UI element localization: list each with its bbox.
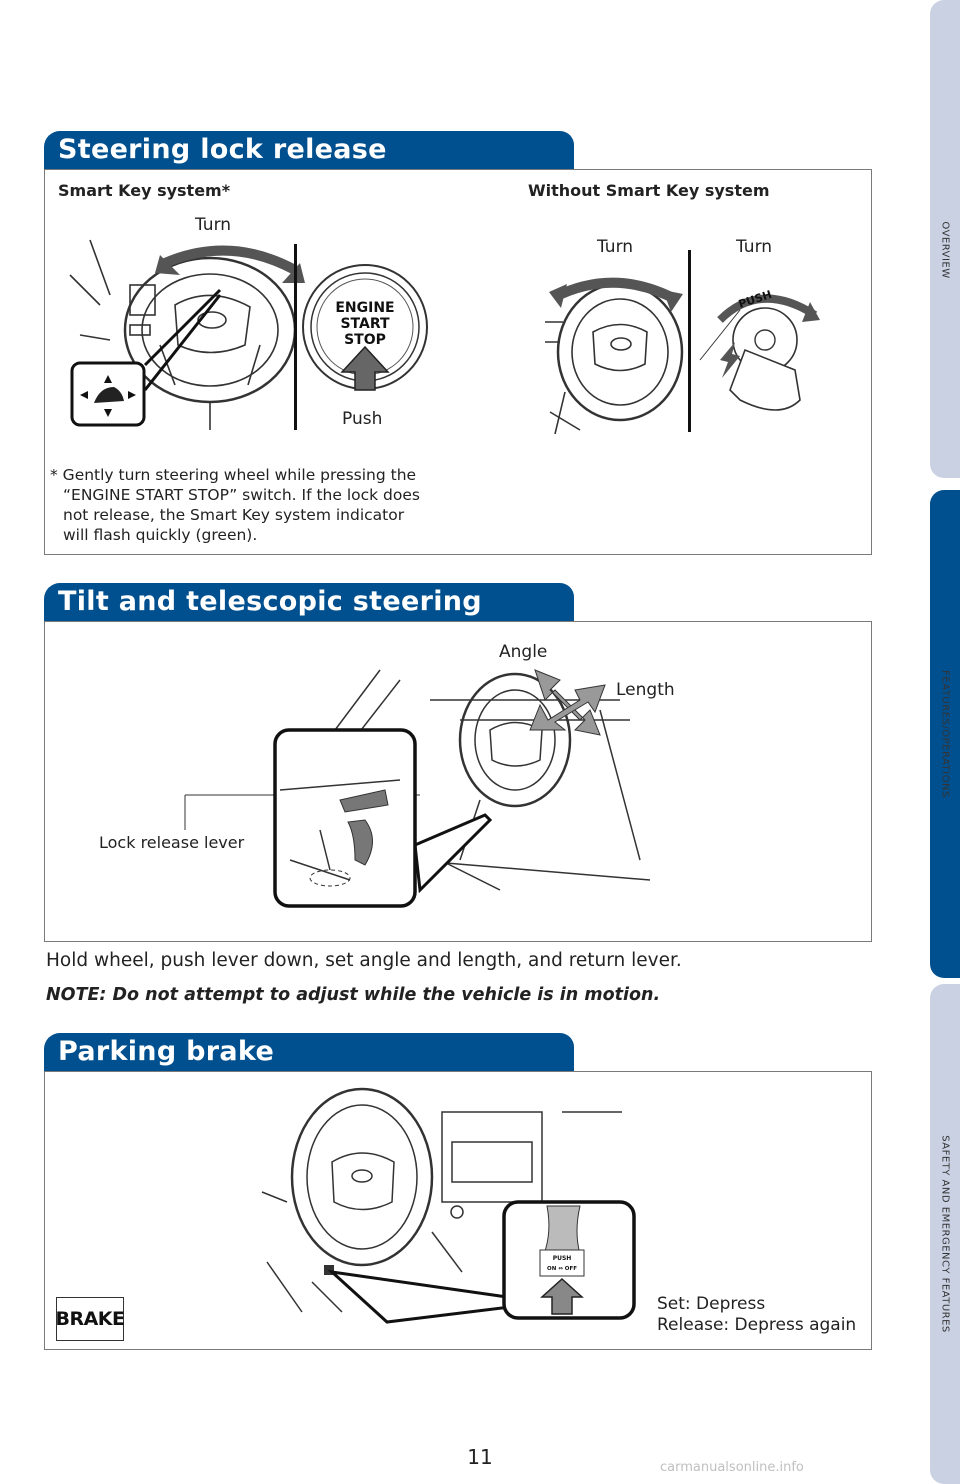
tilt-title: Tilt and telescopic steering wheel bbox=[44, 583, 574, 655]
side-tab-safety[interactable] bbox=[930, 984, 960, 1484]
turn-label-key: Turn bbox=[736, 237, 773, 257]
svg-text:ON ⇔ OFF: ON ⇔ OFF bbox=[547, 1266, 577, 1272]
tilt-telescopic-illustration bbox=[184, 669, 651, 908]
length-label: Length bbox=[616, 680, 675, 700]
brake-badge: BRAKE bbox=[55, 1297, 125, 1341]
parking-brake-illustration: PUSH ON ⇔ OFF bbox=[261, 1087, 636, 1324]
tilt-instruction: Hold wheel, push lever down, set angle a… bbox=[46, 950, 682, 971]
lock-release-lever-label: Lock release lever bbox=[99, 833, 245, 852]
side-tab-features-label: FEATURES/OPERATIONS bbox=[939, 670, 951, 798]
svg-text:PUSH: PUSH bbox=[553, 1255, 572, 1262]
steering-lock-footnote-3: not release, the Smart Key system indica… bbox=[63, 506, 405, 524]
steering-lock-footnote-2: “ENGINE START STOP” switch. If the lock … bbox=[63, 486, 420, 504]
svg-text:ENGINE: ENGINE bbox=[335, 300, 394, 316]
tilt-panel bbox=[44, 621, 872, 942]
release-label: Release: Depress again bbox=[657, 1315, 857, 1335]
angle-label: Angle bbox=[499, 642, 548, 662]
steering-lock-title: Steering lock release bbox=[44, 131, 574, 169]
svg-text:STOP: STOP bbox=[344, 332, 386, 348]
divider-key bbox=[688, 250, 691, 432]
turn-label-wheel: Turn bbox=[597, 237, 634, 257]
parking-title: Parking brake bbox=[44, 1033, 574, 1071]
tilt-note: NOTE: Do not attempt to adjust while the… bbox=[46, 985, 661, 1005]
side-tab-safety-label: SAFETY AND EMERGENCY FEATURES bbox=[939, 1135, 951, 1333]
side-tab-overview[interactable] bbox=[930, 0, 960, 478]
push-label: Push bbox=[342, 409, 383, 429]
set-label: Set: Depress bbox=[657, 1294, 766, 1314]
page-number: 11 bbox=[467, 1445, 493, 1469]
ignition-key-illustration: PUSH bbox=[699, 288, 820, 411]
brake-badge-text: BRAKE bbox=[55, 1308, 125, 1330]
engine-start-stop-button: ENGINE START STOP bbox=[302, 264, 428, 391]
without-smart-key-heading: Without Smart Key system bbox=[528, 181, 770, 200]
watermark: carmanualsonline.info bbox=[660, 1460, 804, 1475]
steering-lock-footnote-4: will flash quickly (green). bbox=[63, 526, 258, 544]
svg-text:START: START bbox=[340, 316, 390, 332]
divider-smart bbox=[294, 244, 297, 430]
side-tab-features[interactable] bbox=[930, 490, 960, 978]
smart-key-heading: Smart Key system* bbox=[58, 181, 231, 200]
side-tab-overview-label: OVERVIEW bbox=[939, 221, 951, 279]
steering-lock-footnote-1: * Gently turn steering wheel while press… bbox=[50, 466, 417, 484]
steering-wheel-smart-illustration bbox=[69, 239, 305, 430]
turn-label-smart: Turn bbox=[195, 215, 232, 235]
steering-wheel-key-illustration bbox=[545, 277, 684, 435]
